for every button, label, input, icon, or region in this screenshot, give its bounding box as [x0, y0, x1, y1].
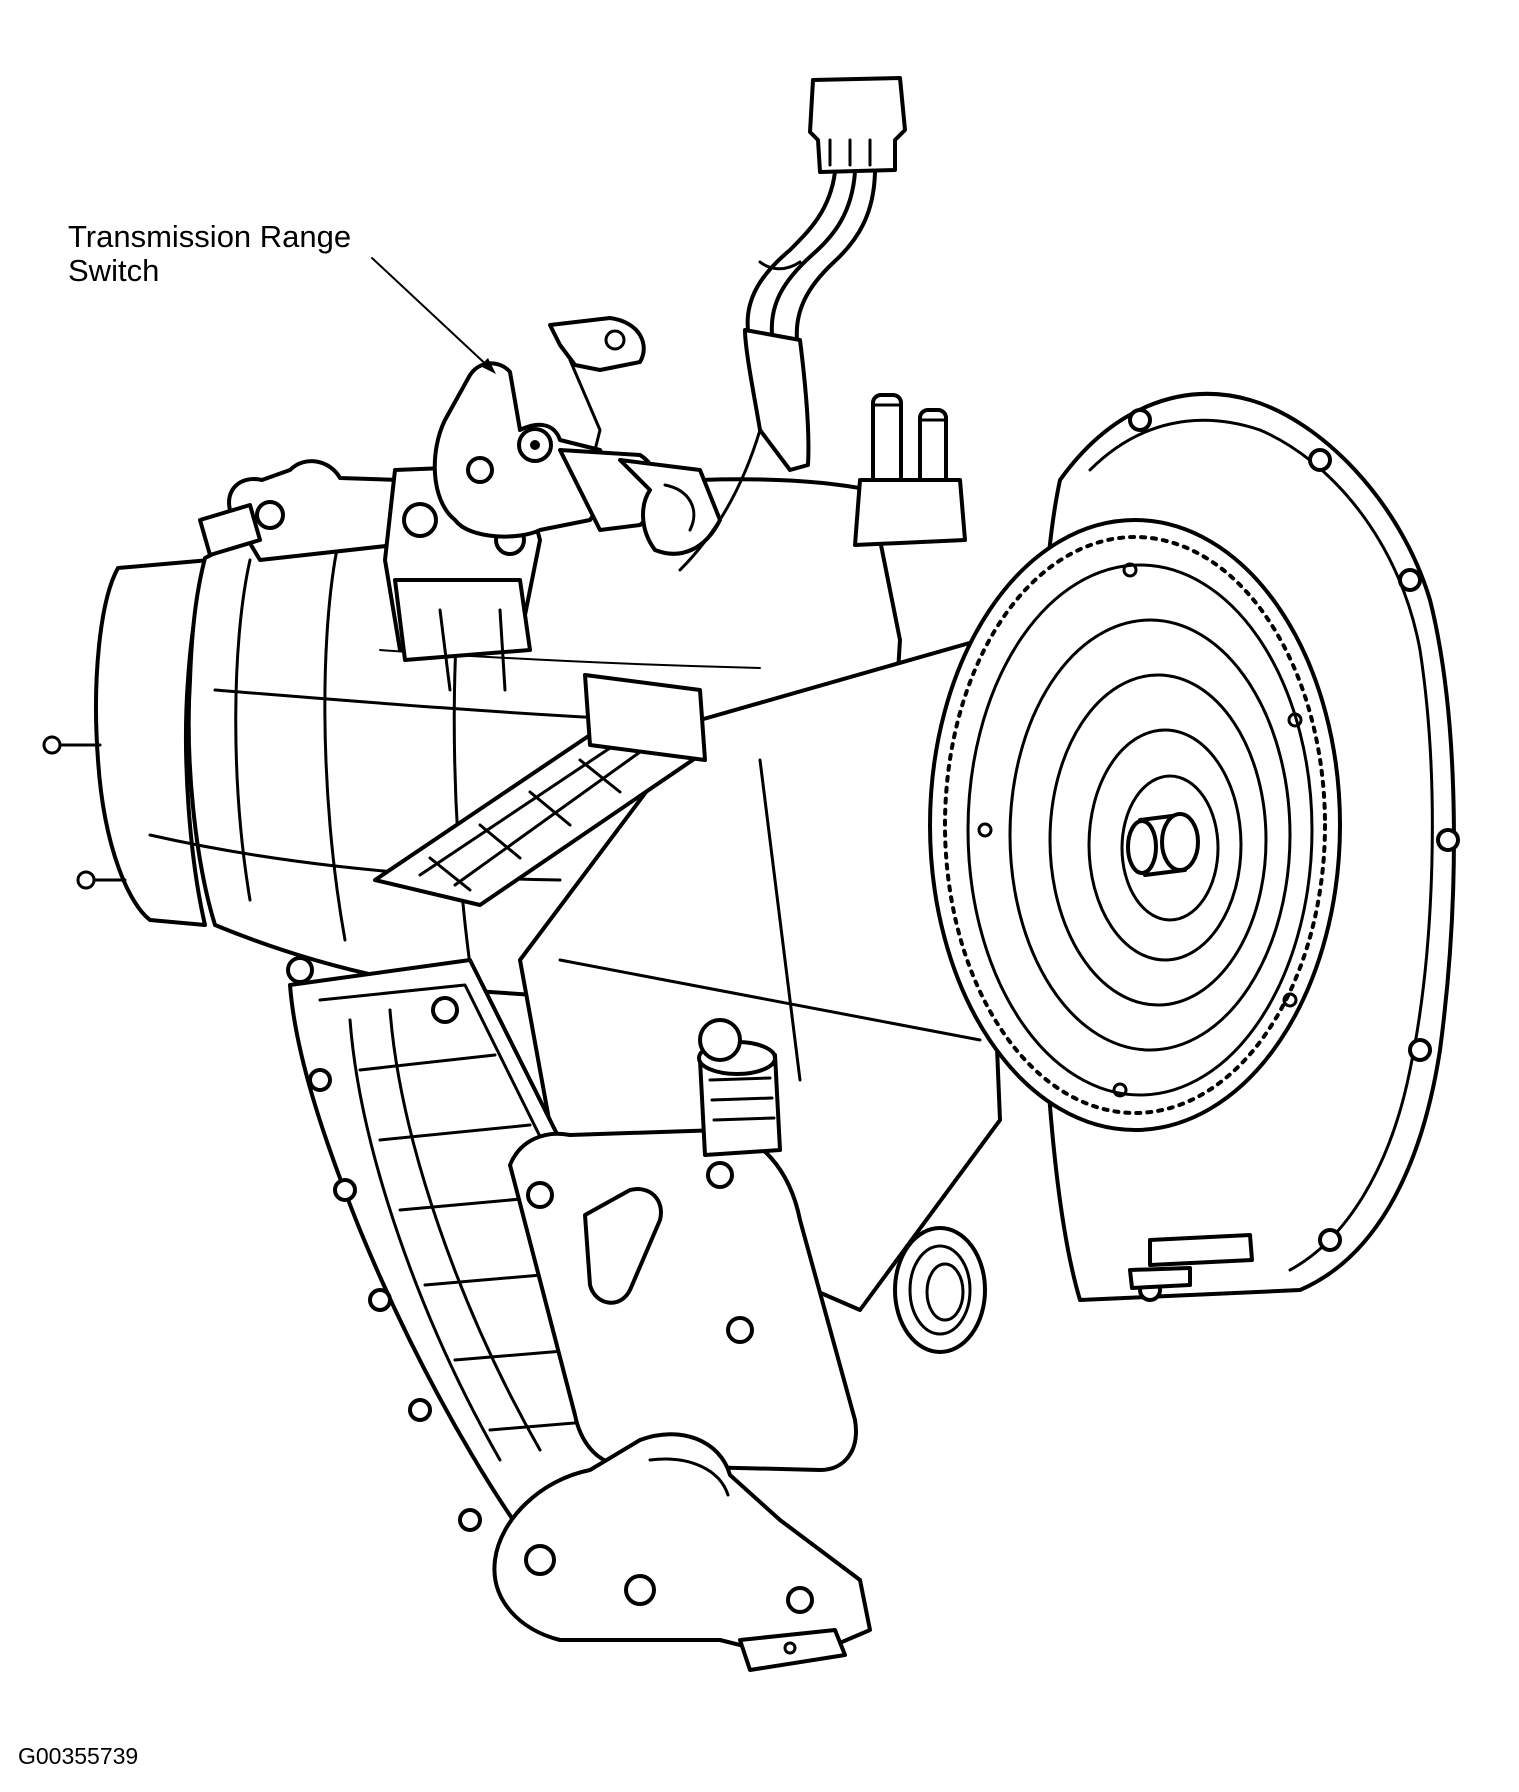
cooler-fittings [853, 393, 967, 547]
side-cover-plate [492, 1128, 872, 1672]
output-seal [893, 1226, 987, 1354]
callout-line-1: Transmission Range [68, 219, 352, 254]
callout-leader [371, 257, 496, 374]
callout-label: Transmission Range Switch [68, 220, 351, 288]
fill-plug [697, 1018, 782, 1157]
filter-screen [373, 673, 707, 907]
wiring-harness [678, 76, 907, 572]
transmission-range-switch [432, 316, 722, 556]
torque-converter [928, 518, 1342, 1132]
callout-line-2: Switch [68, 253, 160, 288]
transmission-case [42, 477, 1002, 1312]
valve-body-top [198, 459, 542, 692]
figure-id: G00355739 [18, 1743, 139, 1769]
